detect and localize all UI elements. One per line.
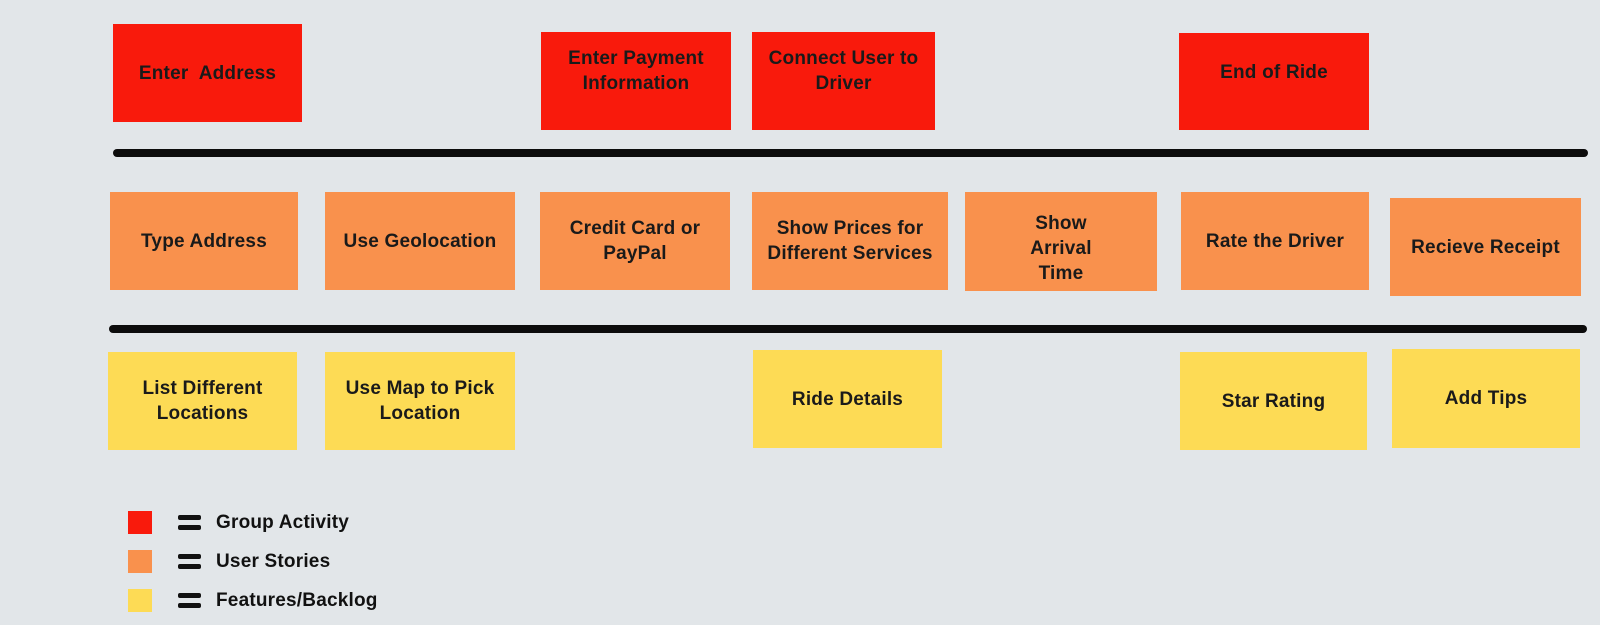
- card-label: Enter Address: [138, 62, 277, 84]
- card-label: Show Arrival Time: [1030, 213, 1092, 284]
- story-card-use-geolocation[interactable]: Use Geolocation: [325, 192, 515, 290]
- card-label: Use Geolocation: [343, 230, 497, 252]
- activity-card-enter-address[interactable]: Enter Address: [113, 24, 302, 122]
- legend: Group Activity User Stories Features/Bac…: [128, 511, 378, 625]
- story-card-show-prices-for-different-services[interactable]: Show Prices for Different Services: [752, 192, 948, 290]
- card-label: Use Map to Pick Location: [345, 378, 500, 424]
- feature-card-add-tips[interactable]: Add Tips: [1392, 349, 1580, 448]
- story-card-recieve-receipt[interactable]: Recieve Receipt: [1390, 198, 1581, 296]
- feature-card-list-different-locations[interactable]: List Different Locations: [108, 352, 297, 450]
- group-activity-swatch-icon: [128, 511, 152, 534]
- story-card-show-arrival-time[interactable]: Show Arrival Time: [965, 192, 1157, 291]
- card-label: Star Rating: [1221, 390, 1326, 412]
- card-label: Rate the Driver: [1205, 230, 1345, 252]
- card-label: Recieve Receipt: [1411, 236, 1560, 258]
- legend-row-group-activity: Group Activity: [128, 511, 378, 534]
- feature-card-use-map-to-pick-location[interactable]: Use Map to Pick Location: [325, 352, 515, 450]
- legend-row-user-stories: User Stories: [128, 550, 378, 573]
- equals-icon: [178, 554, 201, 569]
- story-card-type-address[interactable]: Type Address: [110, 192, 298, 290]
- equals-icon: [178, 593, 201, 608]
- timeline-bar-top: [113, 149, 1588, 157]
- activity-card-end-of-ride[interactable]: End of Ride: [1179, 33, 1369, 130]
- card-label: Add Tips: [1444, 388, 1528, 409]
- legend-label: User Stories: [216, 550, 331, 572]
- card-label: Type Address: [141, 230, 267, 252]
- activity-card-enter-payment-information[interactable]: Enter Payment Information: [541, 32, 731, 130]
- card-label: End of Ride: [1220, 62, 1328, 83]
- equals-icon: [178, 515, 201, 530]
- timeline-bar-bottom: [109, 325, 1587, 333]
- user-stories-swatch-icon: [128, 550, 152, 573]
- legend-label: Features/Backlog: [216, 589, 378, 611]
- story-card-credit-card-or-paypal[interactable]: Credit Card or PayPal: [540, 192, 730, 290]
- card-label: Credit Card or PayPal: [569, 218, 706, 264]
- legend-label: Group Activity: [216, 511, 349, 533]
- activity-card-connect-user-to-driver[interactable]: Connect User to Driver: [752, 32, 935, 130]
- card-label: Ride Details: [791, 388, 904, 410]
- legend-row-features-backlog: Features/Backlog: [128, 589, 378, 612]
- feature-card-ride-details[interactable]: Ride Details: [753, 350, 942, 448]
- card-label: List Different Locations: [142, 378, 268, 424]
- card-label: Connect User to Driver: [768, 48, 924, 94]
- feature-card-star-rating[interactable]: Star Rating: [1180, 352, 1367, 450]
- features-backlog-swatch-icon: [128, 589, 152, 612]
- card-label: Show Prices for Different Services: [767, 218, 933, 264]
- card-label: Enter Payment Information: [568, 48, 710, 94]
- story-card-rate-the-driver[interactable]: Rate the Driver: [1181, 192, 1369, 290]
